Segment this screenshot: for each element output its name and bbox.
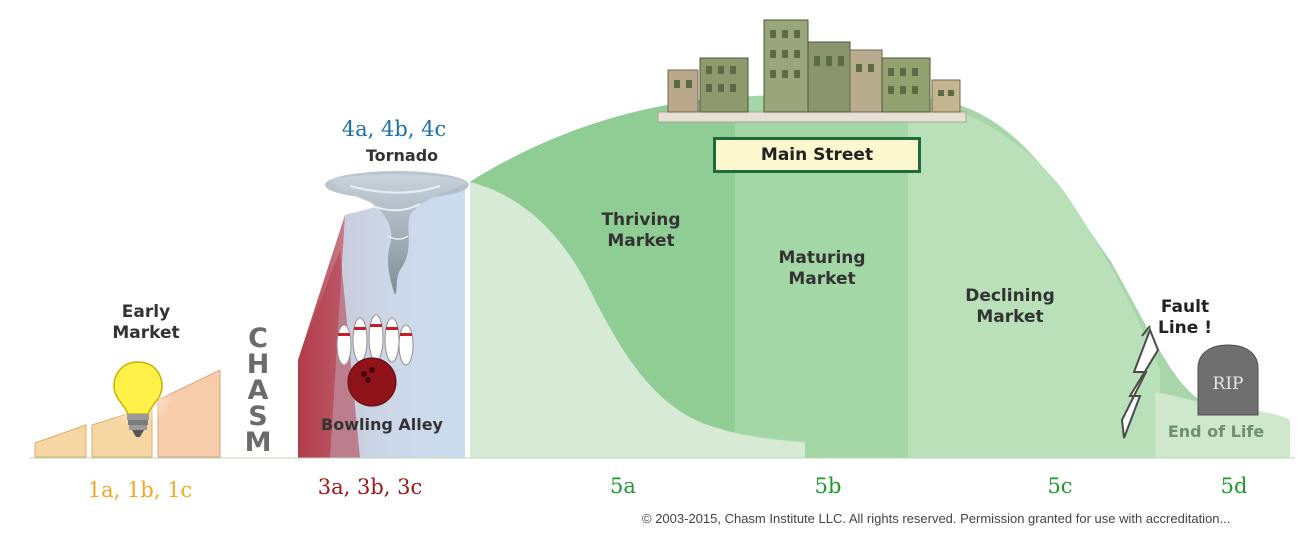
early-market-codes: 1a, 1b, 1c	[87, 478, 193, 502]
tombstone-icon	[1197, 344, 1259, 416]
chasm-label: C H A S M	[244, 323, 272, 458]
early-market-steps	[34, 369, 221, 458]
chasm-letter-c: C	[248, 323, 268, 354]
early-market-label: Early Market	[112, 302, 180, 344]
bowling-alley-label: Bowling Alley	[321, 415, 443, 434]
end-of-life-code: 5d	[1220, 474, 1248, 498]
end-of-life-label: End of Life	[1167, 422, 1265, 441]
declining-market-label: Declining Market	[965, 286, 1055, 328]
chasm-letter-h: H	[246, 349, 270, 380]
chasm-letter-s: S	[248, 401, 268, 432]
maturing-code: 5b	[814, 474, 842, 498]
thriving-code: 5a	[610, 474, 636, 498]
light-bulb-icon	[102, 356, 174, 437]
main-street-label: Main Street	[713, 137, 921, 173]
bowling-pins-icon	[336, 314, 414, 407]
maturing-market-label: Maturing Market	[778, 248, 866, 290]
thriving-market-label: Thriving Market	[601, 210, 681, 252]
tornado-codes: 4a, 4b, 4c	[341, 117, 447, 141]
fault-line-label: Fault Line !	[1158, 297, 1212, 339]
market-hill	[470, 93, 1290, 458]
rip-text: RIP	[1212, 374, 1244, 394]
main-street-buildings-icon	[657, 19, 967, 123]
bowling-alley-codes: 3a, 3b, 3c	[317, 475, 423, 499]
lightning-bolt-icon	[1120, 325, 1160, 439]
chasm-letter-m: M	[244, 427, 272, 458]
tornado-label: Tornado	[365, 146, 439, 165]
chasm-letter-a: A	[247, 375, 269, 406]
declining-code: 5c	[1047, 474, 1073, 498]
copyright-notice: © 2003-2015, Chasm Institute LLC. All ri…	[642, 511, 1231, 526]
tornado-icon	[325, 171, 469, 295]
